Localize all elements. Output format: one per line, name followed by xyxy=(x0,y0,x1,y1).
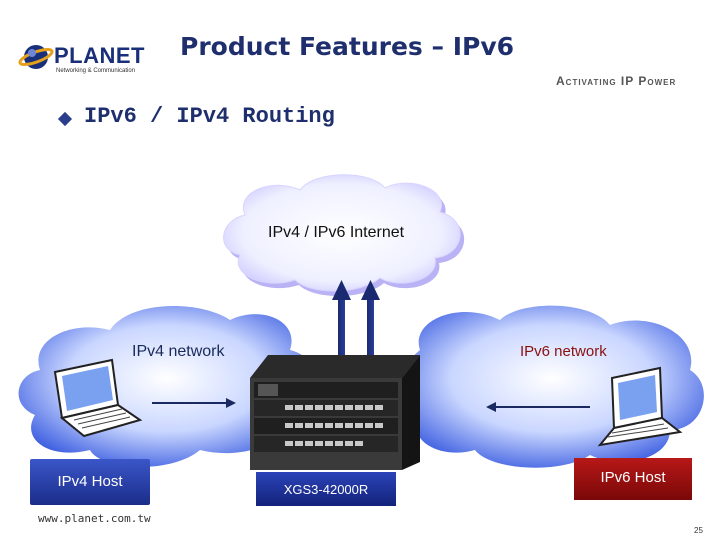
logo-wordmark: PLANET xyxy=(54,43,145,68)
ipv6-laptop-icon xyxy=(597,366,683,447)
ipv6-link-arrow xyxy=(486,402,590,412)
page-title: Product Features – IPv6 xyxy=(180,32,515,61)
ipv4-laptop-icon xyxy=(53,358,143,438)
logo-subtext: Networking & Communication xyxy=(56,68,136,74)
internet-cloud xyxy=(223,174,465,297)
ipv4-link-arrow xyxy=(152,398,236,408)
switch-chassis-icon xyxy=(250,355,420,470)
bullet-heading: IPv6 / IPv4 Routing xyxy=(84,104,335,129)
ipv4-host-box: IPv4 Host xyxy=(30,459,150,505)
uplink-arrow-left xyxy=(332,280,351,360)
footer-url: www.planet.com.tw xyxy=(38,512,151,525)
switch-model-box: XGS3-42000R xyxy=(256,472,396,506)
uplink-arrow-right xyxy=(361,280,380,360)
page-number: 25 xyxy=(694,526,703,535)
ipv4-network-label: IPv4 network xyxy=(132,343,225,360)
internet-cloud-label: IPv4 / IPv6 Internet xyxy=(268,224,405,241)
ipv6-host-box: IPv6 Host xyxy=(574,458,692,500)
planet-logo-icon xyxy=(18,45,54,69)
ipv6-network-label: IPv6 network xyxy=(520,343,607,360)
tagline: Activating IP Power xyxy=(556,74,677,88)
